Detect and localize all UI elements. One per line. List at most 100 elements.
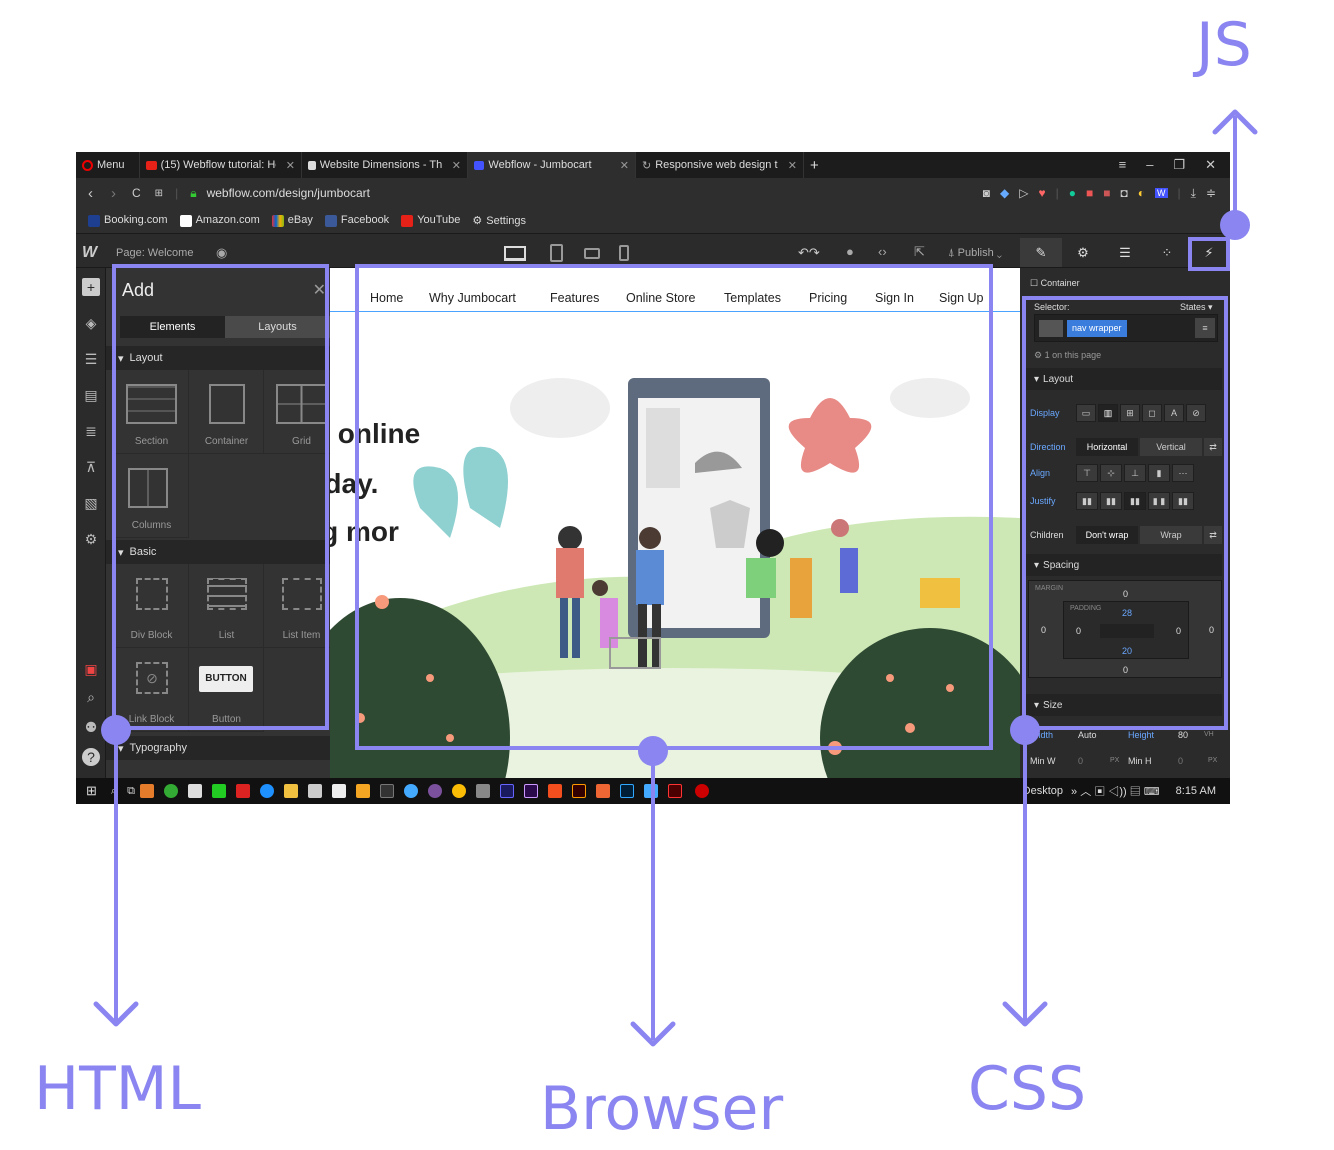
color-picker-icon[interactable]: ◐	[1137, 186, 1145, 200]
height-unit[interactable]: VH	[1204, 731, 1214, 738]
windows-start-icon[interactable]: ⊞	[86, 783, 97, 798]
export-icon[interactable]: ⇱	[914, 244, 925, 259]
photoshop-icon[interactable]	[619, 784, 634, 798]
tab-webflow-tutorial[interactable]: (15) Webflow tutorial: How ✕	[140, 152, 302, 178]
align-end-icon[interactable]: ⊥	[1124, 464, 1146, 482]
settings-icon[interactable]: ⚙	[84, 531, 98, 547]
app-icon[interactable]	[187, 784, 202, 798]
bookmark-settings[interactable]: ⚙Settings	[472, 215, 527, 227]
tab-website-dimensions[interactable]: Website Dimensions - The ✕	[302, 152, 468, 178]
direction-vertical[interactable]: Vertical	[1140, 438, 1202, 456]
align-start-icon[interactable]: ⊤	[1076, 464, 1098, 482]
reverse-icon[interactable]: ⇄	[1204, 526, 1222, 544]
justify-between-icon[interactable]: ▮ ▮	[1148, 492, 1170, 510]
align-stretch-icon[interactable]: ▮	[1148, 464, 1170, 482]
send-icon[interactable]: ▷	[1019, 186, 1029, 200]
opera-icon[interactable]	[694, 784, 709, 798]
margin-right[interactable]: 0	[1209, 625, 1215, 635]
publish-button[interactable]: ⍋ Publish ⌄	[948, 247, 1002, 259]
children-dont-wrap[interactable]: Don't wrap	[1076, 526, 1138, 544]
element-list[interactable]: List	[189, 564, 264, 648]
camera-icon[interactable]: ◘	[1120, 186, 1128, 200]
search-icon[interactable]: ⌕	[111, 785, 117, 798]
justify-around-icon[interactable]: ▮▮	[1172, 492, 1194, 510]
settings-gear-icon[interactable]: ⚙	[1077, 244, 1089, 260]
page-selector[interactable]: Page: Welcome	[116, 247, 194, 259]
desktop-label[interactable]: Desktop	[1022, 785, 1064, 797]
bookmark-youtube[interactable]: YouTube	[401, 214, 460, 227]
justify-center-icon[interactable]: ▮▮	[1100, 492, 1122, 510]
minimize-icon[interactable]: –	[1146, 157, 1154, 172]
app-icon[interactable]	[379, 784, 394, 798]
element-section[interactable]: Section	[114, 370, 189, 454]
section-layout[interactable]: ▾ Layout	[106, 346, 330, 370]
element-container[interactable]: Container	[189, 370, 264, 454]
close-tab-icon[interactable]: ✕	[619, 159, 629, 172]
viber-icon[interactable]	[427, 784, 442, 798]
nav-link-sign-in[interactable]: Sign In	[875, 291, 914, 305]
lightning-icon[interactable]: ⚡︎	[1204, 244, 1214, 260]
nav-link-templates[interactable]: Templates	[724, 291, 781, 305]
display-grid-icon[interactable]: ⊞	[1120, 404, 1140, 422]
desktop-breakpoint-icon[interactable]	[504, 246, 526, 261]
speed-dial-icon[interactable]: ⊞	[154, 187, 164, 199]
reload-icon[interactable]: C	[132, 186, 141, 200]
section-layout[interactable]: ▾ Layout	[1026, 368, 1222, 390]
align-center-icon[interactable]: ⊹	[1100, 464, 1122, 482]
grammarly-icon[interactable]: ●	[1068, 186, 1076, 200]
app-icon[interactable]	[211, 784, 226, 798]
padding-left[interactable]: 0	[1076, 626, 1082, 636]
justify-start-icon[interactable]: ▮▮	[1076, 492, 1098, 510]
nav-link-features[interactable]: Features	[550, 291, 600, 305]
min-height-unit[interactable]: PX	[1208, 757, 1218, 764]
close-icon[interactable]: ✕	[312, 282, 326, 299]
margin-bottom[interactable]: 0	[1123, 665, 1129, 675]
app-icon[interactable]	[139, 784, 154, 798]
bookmark-ebay[interactable]: eBay	[271, 214, 313, 227]
height-value[interactable]: 80	[1178, 730, 1189, 740]
justify-end-icon[interactable]: ▮▮	[1124, 492, 1146, 510]
new-tab-button[interactable]: +	[810, 156, 819, 174]
heart-icon[interactable]: ♥	[1038, 186, 1046, 200]
nav-link-pricing[interactable]: Pricing	[809, 291, 848, 305]
webflow-logo[interactable]: W	[82, 244, 98, 261]
width-value[interactable]: Auto	[1078, 730, 1097, 740]
landscape-breakpoint-icon[interactable]	[584, 248, 600, 259]
help-icon[interactable]: ?	[82, 748, 100, 766]
section-size[interactable]: ▾ Size	[1026, 694, 1222, 716]
nav-link-home[interactable]: Home	[370, 291, 404, 305]
display-block-icon[interactable]: ▭	[1076, 404, 1096, 422]
camera-icon[interactable]	[475, 784, 490, 798]
app-icon[interactable]	[595, 784, 610, 798]
display-flex-icon[interactable]: ▥	[1098, 404, 1118, 422]
close-tab-icon[interactable]: ✕	[787, 159, 797, 172]
margin-left[interactable]: 0	[1041, 625, 1047, 635]
preview-eye-icon[interactable]: ◉	[216, 245, 228, 260]
assets-icon[interactable]: ▧	[84, 495, 98, 511]
padding-top[interactable]: 28	[1122, 608, 1133, 618]
align-baseline-icon[interactable]: ⋯	[1172, 464, 1194, 482]
element-div-block[interactable]: Div Block	[114, 564, 189, 648]
restore-icon[interactable]: ❐	[1173, 157, 1186, 172]
selector-tag[interactable]: nav wrapper	[1067, 320, 1127, 337]
pages-icon[interactable]: ▤	[84, 387, 98, 403]
url-field[interactable]: webflow.com/design/jumbocart	[206, 186, 370, 200]
undo-redo-icon[interactable]: ↶↷	[798, 245, 820, 260]
add-panel-icon[interactable]: +	[82, 278, 100, 296]
margin-top[interactable]: 0	[1123, 589, 1129, 599]
tablet-breakpoint-icon[interactable]	[550, 244, 563, 262]
section-spacing[interactable]: ▾ Spacing	[1026, 554, 1222, 576]
display-inline-icon[interactable]: A	[1164, 404, 1184, 422]
close-tab-icon[interactable]: ✕	[285, 159, 295, 172]
close-window-icon[interactable]: ✕	[1205, 157, 1216, 172]
symbols-icon[interactable]: ◈	[85, 315, 97, 331]
padding-bottom[interactable]: 20	[1122, 646, 1133, 656]
search-icon[interactable]: ⌕	[87, 689, 95, 705]
min-width-value[interactable]: 0	[1078, 756, 1084, 766]
direction-horizontal[interactable]: Horizontal	[1076, 438, 1138, 456]
display-inline-block-icon[interactable]: ◻	[1142, 404, 1162, 422]
states-dropdown[interactable]: States ▾	[1180, 302, 1213, 312]
app-icon[interactable]	[355, 784, 370, 798]
phone-breakpoint-icon[interactable]	[619, 245, 629, 261]
